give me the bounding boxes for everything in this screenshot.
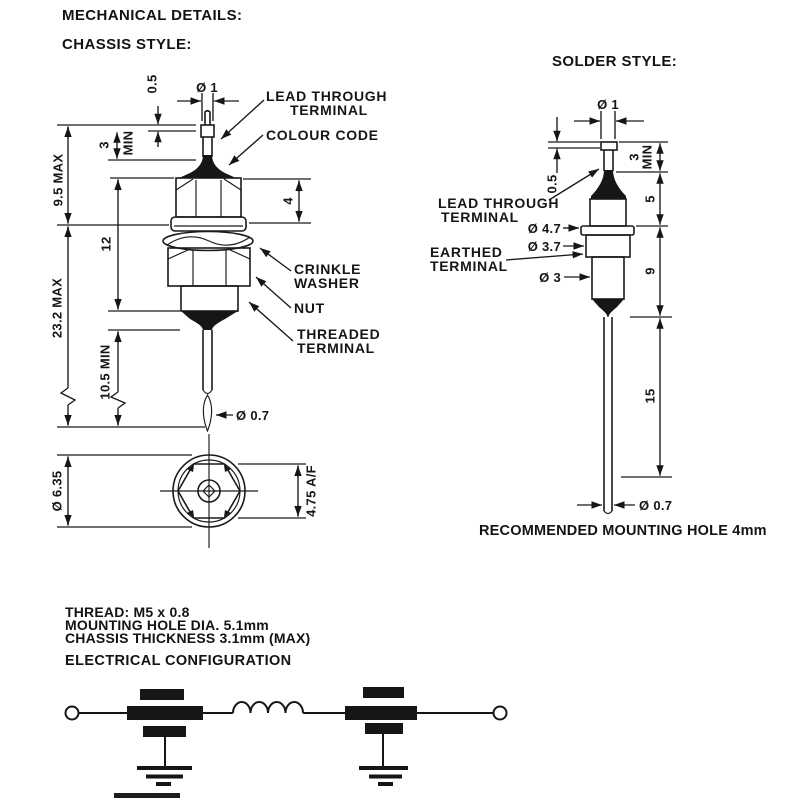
solder-style-heading: SOLDER STYLE: <box>552 53 678 70</box>
left-terminal <box>64 705 80 721</box>
chassis-dim-pin-min-value: 3 <box>97 141 112 149</box>
chassis-callout-lead-through-1: LEAD THROUGH <box>266 88 387 104</box>
chassis-callout-crinkle-2: WASHER <box>294 275 360 291</box>
chassis-callout-crinkle-1: CRINKLE <box>294 261 361 277</box>
chassis-callout-threaded-1: THREADED <box>297 326 380 342</box>
chassis-callout-threaded-2: TERMINAL <box>297 340 375 356</box>
chassis-dim-lead-min: 10.5 MIN <box>98 344 113 399</box>
right-terminal <box>492 705 508 721</box>
chassis-dim-pin-min-qualifier: MIN <box>121 131 136 156</box>
solder-dim-pin-tip: 0.5 <box>545 175 560 194</box>
solder-callout-lead-through-1: LEAD THROUGH <box>438 195 559 211</box>
solder-callout-earthed-1: EARTHED <box>430 244 503 260</box>
chassis-dim-hex-height: 4 <box>281 197 296 205</box>
chassis-dim-pin-tip: 0.5 <box>145 75 160 94</box>
chassis-callouts: LEAD THROUGH TERMINAL COLOUR CODE CRINKL… <box>220 88 387 356</box>
inductor <box>232 701 304 714</box>
chassis-end-view <box>160 434 258 548</box>
solder-dim-pin-min-qualifier: MIN <box>640 145 655 170</box>
chassis-dim-body-height-max: 9.5 MAX <box>51 154 66 207</box>
chassis-dim-lead-dia: Ø 0.7 <box>236 408 269 423</box>
solder-dim-lower-body: 9 <box>643 267 658 275</box>
solder-dim-pin-min-value: 3 <box>627 153 642 161</box>
solder-callouts: LEAD THROUGH TERMINAL EARTHED TERMINAL <box>430 168 600 274</box>
solder-callout-earthed-2: TERMINAL <box>430 258 508 274</box>
scan-edge-mark <box>114 793 180 798</box>
chassis-callout-lead-through-2: TERMINAL <box>290 102 368 118</box>
chassis-style-heading: CHASSIS STYLE: <box>62 36 192 53</box>
chassis-dim-overall-max: 23.2 MAX <box>50 278 65 338</box>
feedthrough-capacitor-left <box>127 689 203 786</box>
mechanical-details-heading: MECHANICAL DETAILS: <box>62 7 243 24</box>
chassis-callout-nut: NUT <box>294 300 325 316</box>
solder-dimensions: Ø 1 0.5 3 MIN 5 9 15 Ø 4.7 <box>528 97 672 513</box>
solder-dim-pin-dia: Ø 1 <box>597 97 619 112</box>
electrical-configuration-heading: ELECTRICAL CONFIGURATION <box>65 653 292 669</box>
solder-dim-body-dia: Ø 3 <box>539 270 561 285</box>
chassis-dim-across-flats: 4.75 A/F <box>304 465 319 517</box>
feedthrough-capacitor-right <box>345 687 417 786</box>
solder-component <box>580 141 635 515</box>
chassis-dimensions: Ø 1 0.5 3 MIN 9.5 MAX 12 <box>50 75 319 528</box>
electrical-schematic <box>64 687 508 786</box>
chassis-component <box>162 109 254 433</box>
solder-callout-lead-through-2: TERMINAL <box>441 209 519 225</box>
chassis-thickness-note: CHASSIS THICKNESS 3.1mm (MAX) <box>65 630 311 646</box>
solder-dim-lead-dia: Ø 0.7 <box>639 498 672 513</box>
mounting-hole-note: MOUNTING HOLE DIA. 5.1mm <box>65 617 269 633</box>
mounting-hole-caption: RECOMMENDED MOUNTING HOLE 4mm <box>479 523 767 539</box>
chassis-dim-pin-dia: Ø 1 <box>196 80 218 95</box>
chassis-dim-body-dia: Ø 6.35 <box>50 471 65 512</box>
solder-dim-lead-length: 15 <box>643 388 658 403</box>
solder-dim-upper-body: 5 <box>643 195 658 203</box>
solder-dim-flange-dia: Ø 4.7 <box>528 221 561 236</box>
thread-note: THREAD: M5 x 0.8 <box>65 604 190 620</box>
chassis-dim-thread-section: 12 <box>99 236 114 251</box>
chassis-callout-colour-code: COLOUR CODE <box>266 127 379 143</box>
solder-dim-case-dia: Ø 3.7 <box>528 239 561 254</box>
